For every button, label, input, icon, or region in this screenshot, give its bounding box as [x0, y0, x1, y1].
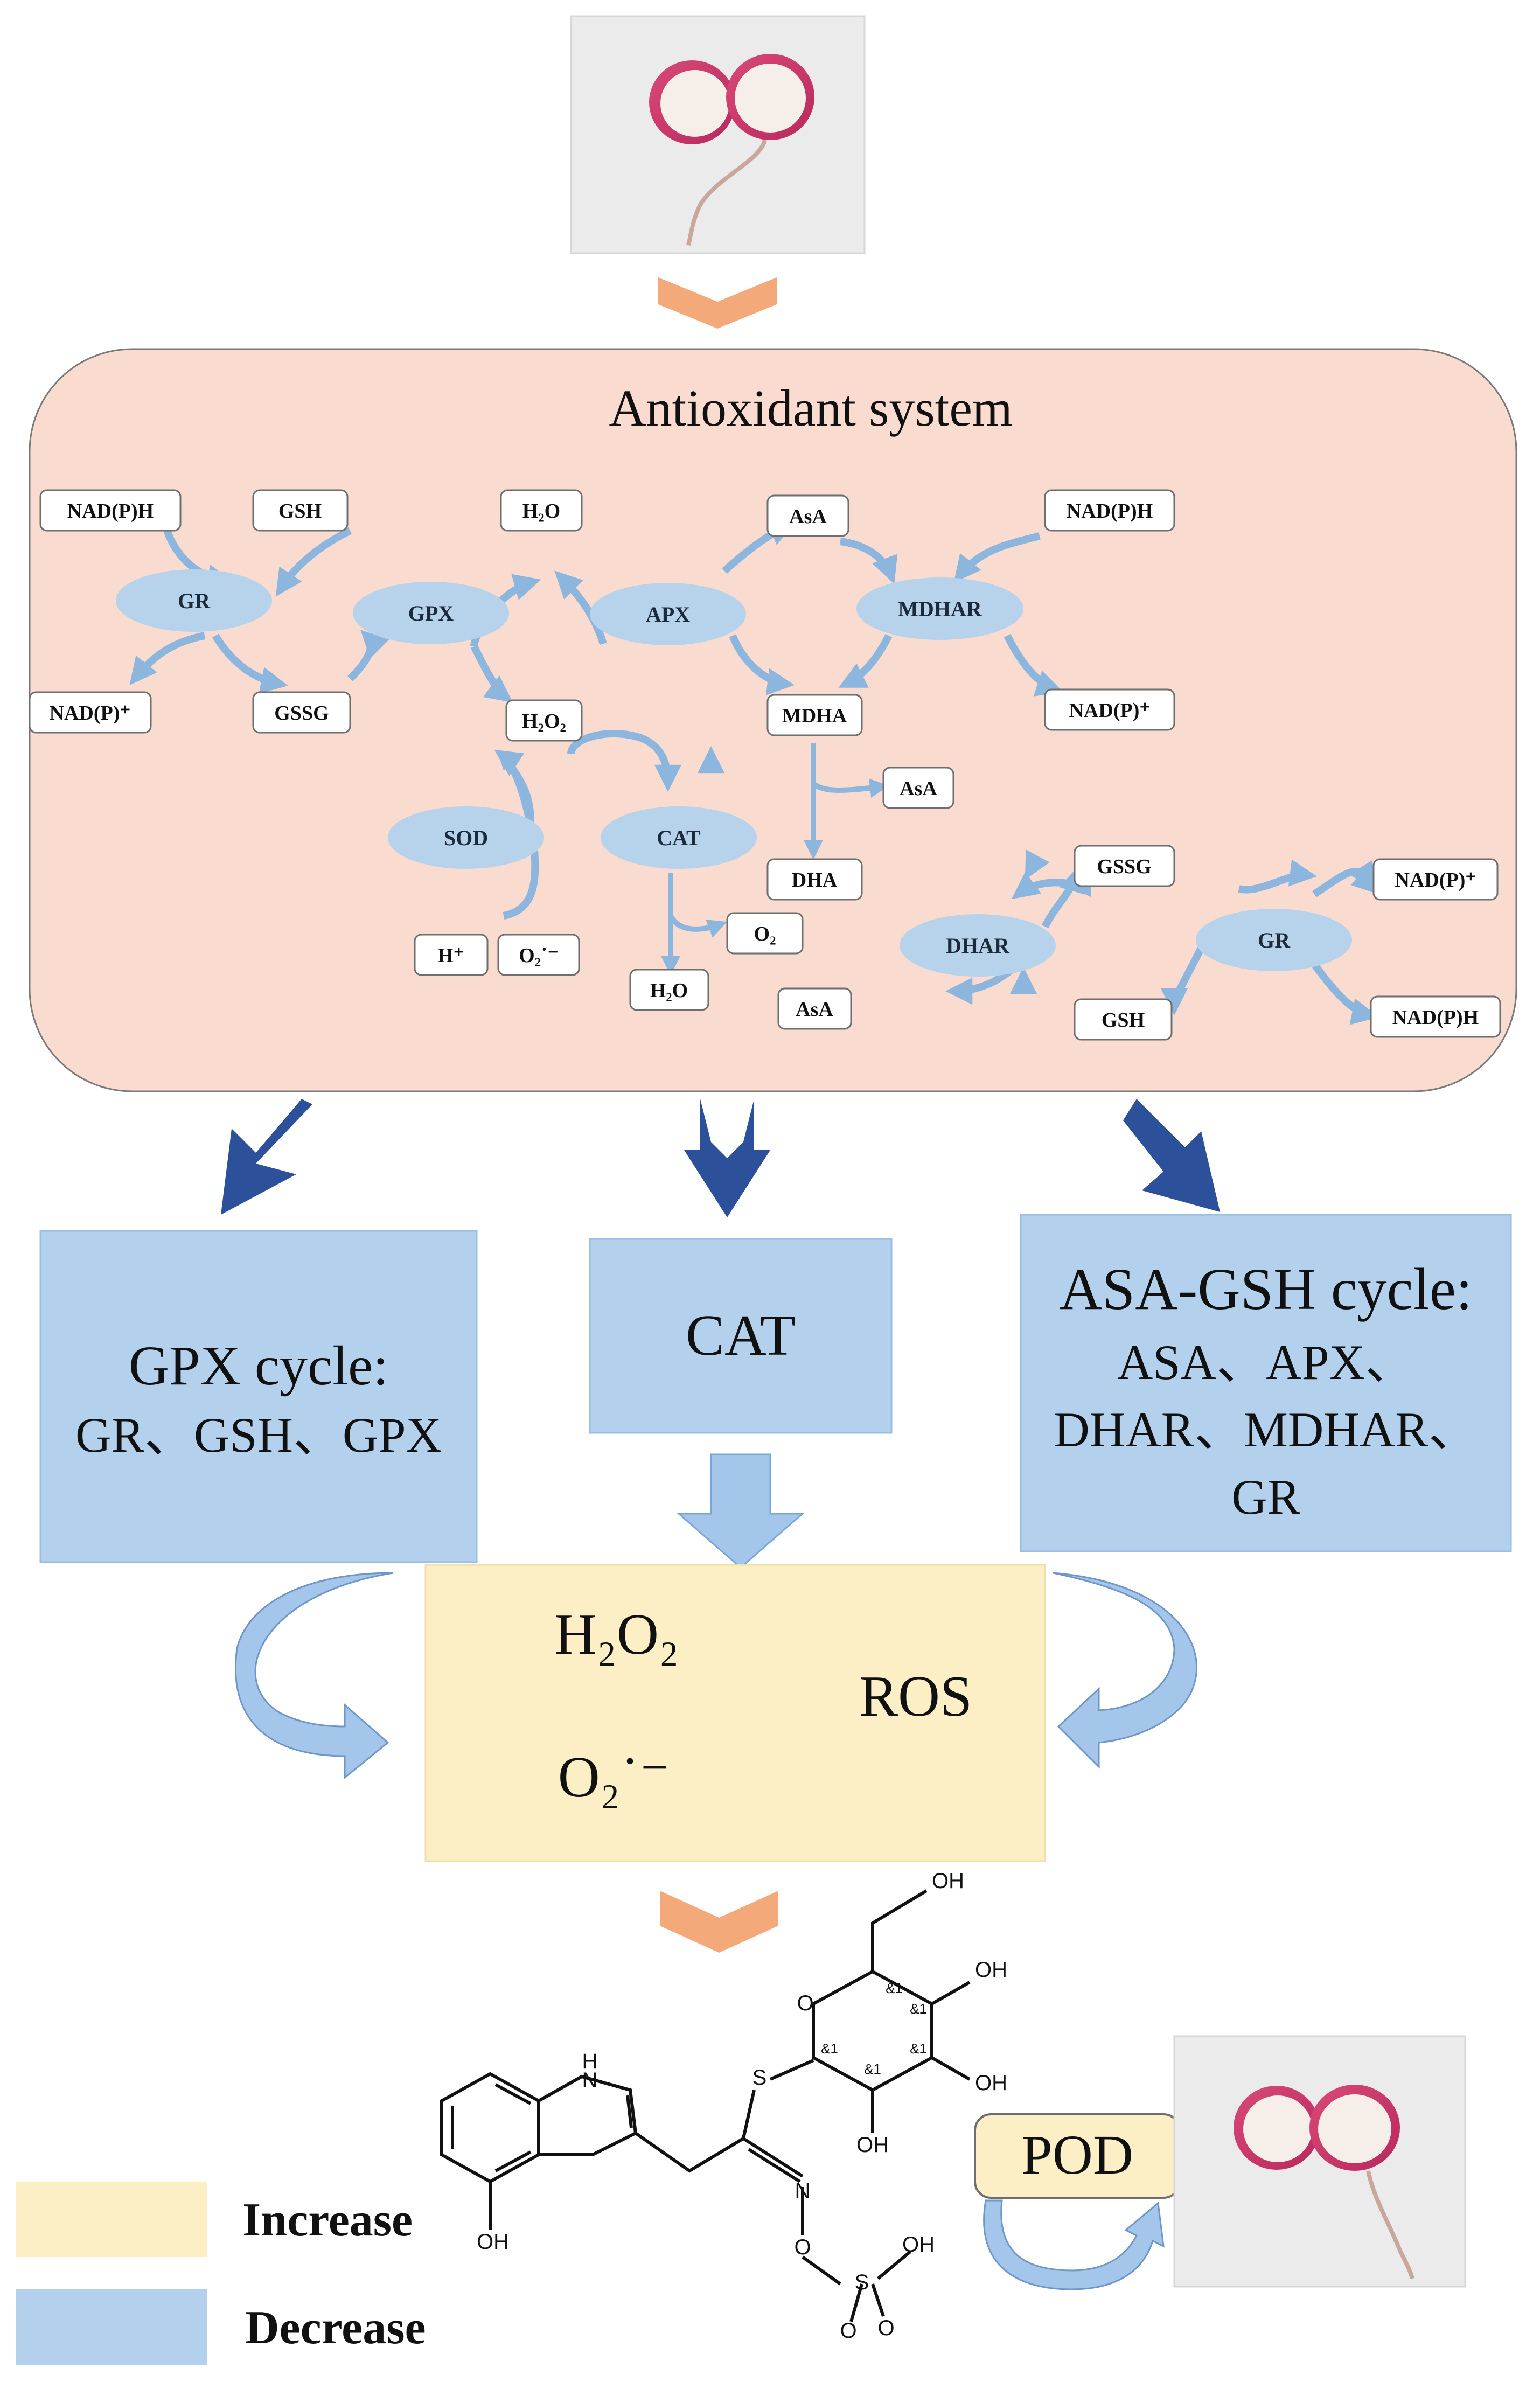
legend-increase-label: Increase	[242, 2194, 413, 2246]
enzyme-label: GR	[1258, 928, 1291, 952]
stereo-label: &1	[864, 2061, 881, 2077]
metabolite-nadp: NAD(P)⁺	[1069, 699, 1151, 722]
metabolite-nadp: NAD(P)⁺	[1395, 869, 1476, 891]
metabolite-gssg: GSSG	[1097, 855, 1151, 878]
metabolite-asa: AsA	[796, 998, 833, 1021]
cat-to-ros-arrow	[676, 1453, 805, 1569]
metabolite-boxes	[29, 489, 1501, 1041]
atom-s: S	[752, 2066, 767, 2090]
pod-curved-arrow	[983, 2199, 1165, 2290]
enzyme-gr-left	[116, 569, 272, 632]
enzyme-mdhar	[856, 577, 1023, 640]
cat-title: CAT	[686, 1304, 796, 1368]
atom-oh: OH	[975, 1958, 1007, 1982]
asa-gsh-title: ASA-GSH cycle:	[1060, 1256, 1473, 1322]
legend: Increase Decrease	[16, 2182, 426, 2365]
side-curved-arrows	[235, 1572, 1197, 1780]
metabolite-gsh: GSH	[1102, 1009, 1145, 1032]
metabolite-gsh: GSH	[278, 500, 322, 523]
radish-photo-top	[570, 15, 866, 254]
system-title: Antioxidant system	[609, 379, 1012, 437]
enzyme-label: DHAR	[946, 934, 1010, 958]
atom-nh: H	[582, 2050, 598, 2073]
structure-labels: OH OH OH OH O S H N N O S OH O O OH	[477, 1869, 1007, 2343]
metabolite-mdha: MDHA	[782, 705, 847, 727]
pod-label: POD	[1021, 2124, 1133, 2186]
metabolite-h2o: H₂O	[522, 500, 561, 523]
stereo-label: &1	[886, 1980, 903, 1996]
gpx-cycle-box	[39, 1230, 478, 1563]
enzyme-label: GR	[178, 589, 211, 613]
enzymes	[116, 569, 1352, 977]
metabolite-hplus: H⁺	[437, 944, 464, 967]
atom-oh: OH	[477, 2230, 509, 2254]
glucosinolate-structure	[440, 1889, 971, 2322]
metabolite-nadph: NAD(P)H	[1067, 500, 1153, 523]
ros-box	[424, 1564, 1046, 1862]
metabolite-o2: O₂	[754, 923, 776, 945]
atom-o: O	[794, 2235, 811, 2259]
legend-decrease-swatch	[16, 2289, 207, 2365]
metabolite-asa: AsA	[789, 505, 827, 528]
atom-oh: OH	[856, 2133, 889, 2157]
enzyme-gpx	[353, 582, 509, 644]
atom-o: O	[877, 2316, 894, 2340]
metabolite-gssg: GSSG	[274, 702, 329, 725]
asa-gsh-line3: GR	[1231, 1469, 1300, 1524]
chevron-down-icon	[658, 277, 777, 329]
stereo-labels: &1 &1 &1 &1 &1	[821, 1980, 927, 2077]
enzyme-label: GPX	[408, 601, 454, 625]
enzyme-label: MDHAR	[898, 597, 982, 621]
metabolite-labels: NAD(P)H GSH NAD(P)⁺ GSSG H₂O H₂O₂ AsA MD…	[50, 500, 1479, 1032]
gpx-cycle-items: GR、GSH、GPX	[75, 1408, 442, 1462]
metabolite-h2o2: H₂O₂	[522, 710, 566, 733]
cat-box	[589, 1238, 893, 1434]
asa-gsh-line1: ASA、APX、	[1117, 1335, 1414, 1390]
stereo-label: &1	[910, 2040, 927, 2057]
metabolite-dha: DHA	[792, 869, 838, 891]
ros-superoxide: O₂˙⁻	[558, 1745, 671, 1809]
metabolite-nadph: NAD(P)H	[1392, 1006, 1479, 1029]
chevron-down-icon	[660, 1891, 778, 1953]
legend-decrease-label: Decrease	[245, 2302, 426, 2354]
enzyme-dhar	[900, 914, 1056, 977]
atom-n: N	[582, 2068, 598, 2092]
stereo-label: &1	[910, 2001, 927, 2017]
enzyme-label: SOD	[444, 826, 488, 850]
atom-oh: OH	[932, 1869, 964, 1893]
atom-o: O	[797, 1991, 813, 2015]
down-arrows	[221, 1099, 1220, 1217]
enzyme-sod	[388, 806, 544, 869]
gpx-cycle-title: GPX cycle:	[129, 1335, 388, 1397]
radish-photo-bottom	[1173, 2035, 1466, 2288]
atom-oh: OH	[975, 2071, 1007, 2095]
stereo-label: &1	[821, 2040, 838, 2057]
enzyme-apx	[590, 583, 746, 645]
metabolite-nadph: NAD(P)H	[67, 500, 154, 523]
ros-label: ROS	[859, 1664, 972, 1729]
enzyme-label: APX	[646, 602, 690, 626]
metabolite-nadp: NAD(P)⁺	[50, 702, 131, 725]
atom-s: S	[855, 2270, 869, 2294]
enzyme-cat	[601, 806, 757, 869]
asa-gsh-cycle-box	[1020, 1214, 1512, 1552]
atom-o: O	[840, 2319, 856, 2343]
legend-increase-swatch	[16, 2182, 207, 2257]
ros-h2o2: H₂O₂	[554, 1603, 679, 1667]
metabolite-asa: AsA	[900, 777, 937, 800]
enzyme-label: CAT	[657, 826, 701, 850]
enzyme-gr-right	[1196, 909, 1352, 971]
asa-gsh-line2: DHAR、MDHAR、	[1054, 1402, 1478, 1457]
metabolite-superoxide: O₂˙⁻	[519, 944, 559, 967]
metabolite-h2o: H₂O	[650, 979, 688, 1002]
atom-n: N	[795, 2179, 811, 2203]
atom-oh: OH	[902, 2233, 935, 2256]
